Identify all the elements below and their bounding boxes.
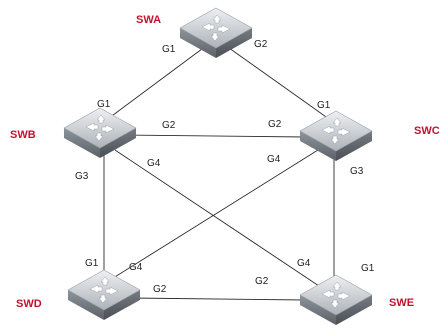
switch-swd[interactable] (67, 269, 141, 321)
switch-label-swa: SWA (136, 14, 161, 26)
port-label-swb-g1: G1 (97, 99, 111, 110)
port-label-swd-g2: G2 (153, 284, 167, 295)
port-label-swb-g2: G2 (162, 120, 176, 131)
switch-label-swd: SWD (16, 298, 42, 310)
link-swa-swb (100, 42, 211, 125)
port-label-swe-g4: G4 (297, 258, 311, 269)
port-label-swc-g1: G1 (317, 100, 331, 111)
switch-label-swc: SWC (414, 125, 440, 137)
port-label-swc-g3: G3 (350, 166, 364, 177)
link-swb-swe (114, 149, 323, 289)
port-label-swb-g3: G3 (75, 171, 89, 182)
switch-label-swb: SWB (10, 129, 36, 141)
switches-layer (63, 7, 373, 326)
switch-swe[interactable] (299, 274, 373, 326)
port-label-swd-g4: G4 (129, 262, 143, 273)
port-label-swa-g2: G2 (254, 39, 268, 50)
network-switch-icon (67, 269, 141, 321)
port-label-swb-g4: G4 (147, 158, 161, 169)
port-labels: G1 G2 G1 G2 G3 G4 G1 G2 G4 G3 G1 G4 G2 G… (75, 39, 375, 295)
switch-swb[interactable] (63, 107, 137, 159)
link-swa-swc (221, 42, 337, 125)
port-label-swa-g1: G1 (162, 44, 176, 55)
port-label-swe-g1: G1 (361, 263, 375, 274)
switch-label-swe: SWE (389, 297, 414, 309)
switch-swa[interactable] (179, 7, 253, 59)
link-swc-swd (109, 149, 319, 281)
network-switch-icon (299, 274, 373, 326)
port-label-swc-g4: G4 (267, 154, 281, 165)
port-label-swd-g1: G1 (85, 258, 99, 269)
network-switch-icon (179, 7, 253, 59)
network-switch-icon (63, 107, 137, 159)
switch-swc[interactable] (299, 110, 373, 162)
link-swb-swc (119, 134, 307, 138)
port-label-swc-g2: G2 (268, 119, 282, 130)
link-swd-swe (129, 297, 307, 301)
node-labels: SWA SWB SWC SWD SWE (10, 14, 440, 310)
port-label-swe-g2: G2 (255, 276, 269, 287)
network-switch-icon (299, 110, 373, 162)
links-layer (100, 42, 337, 301)
